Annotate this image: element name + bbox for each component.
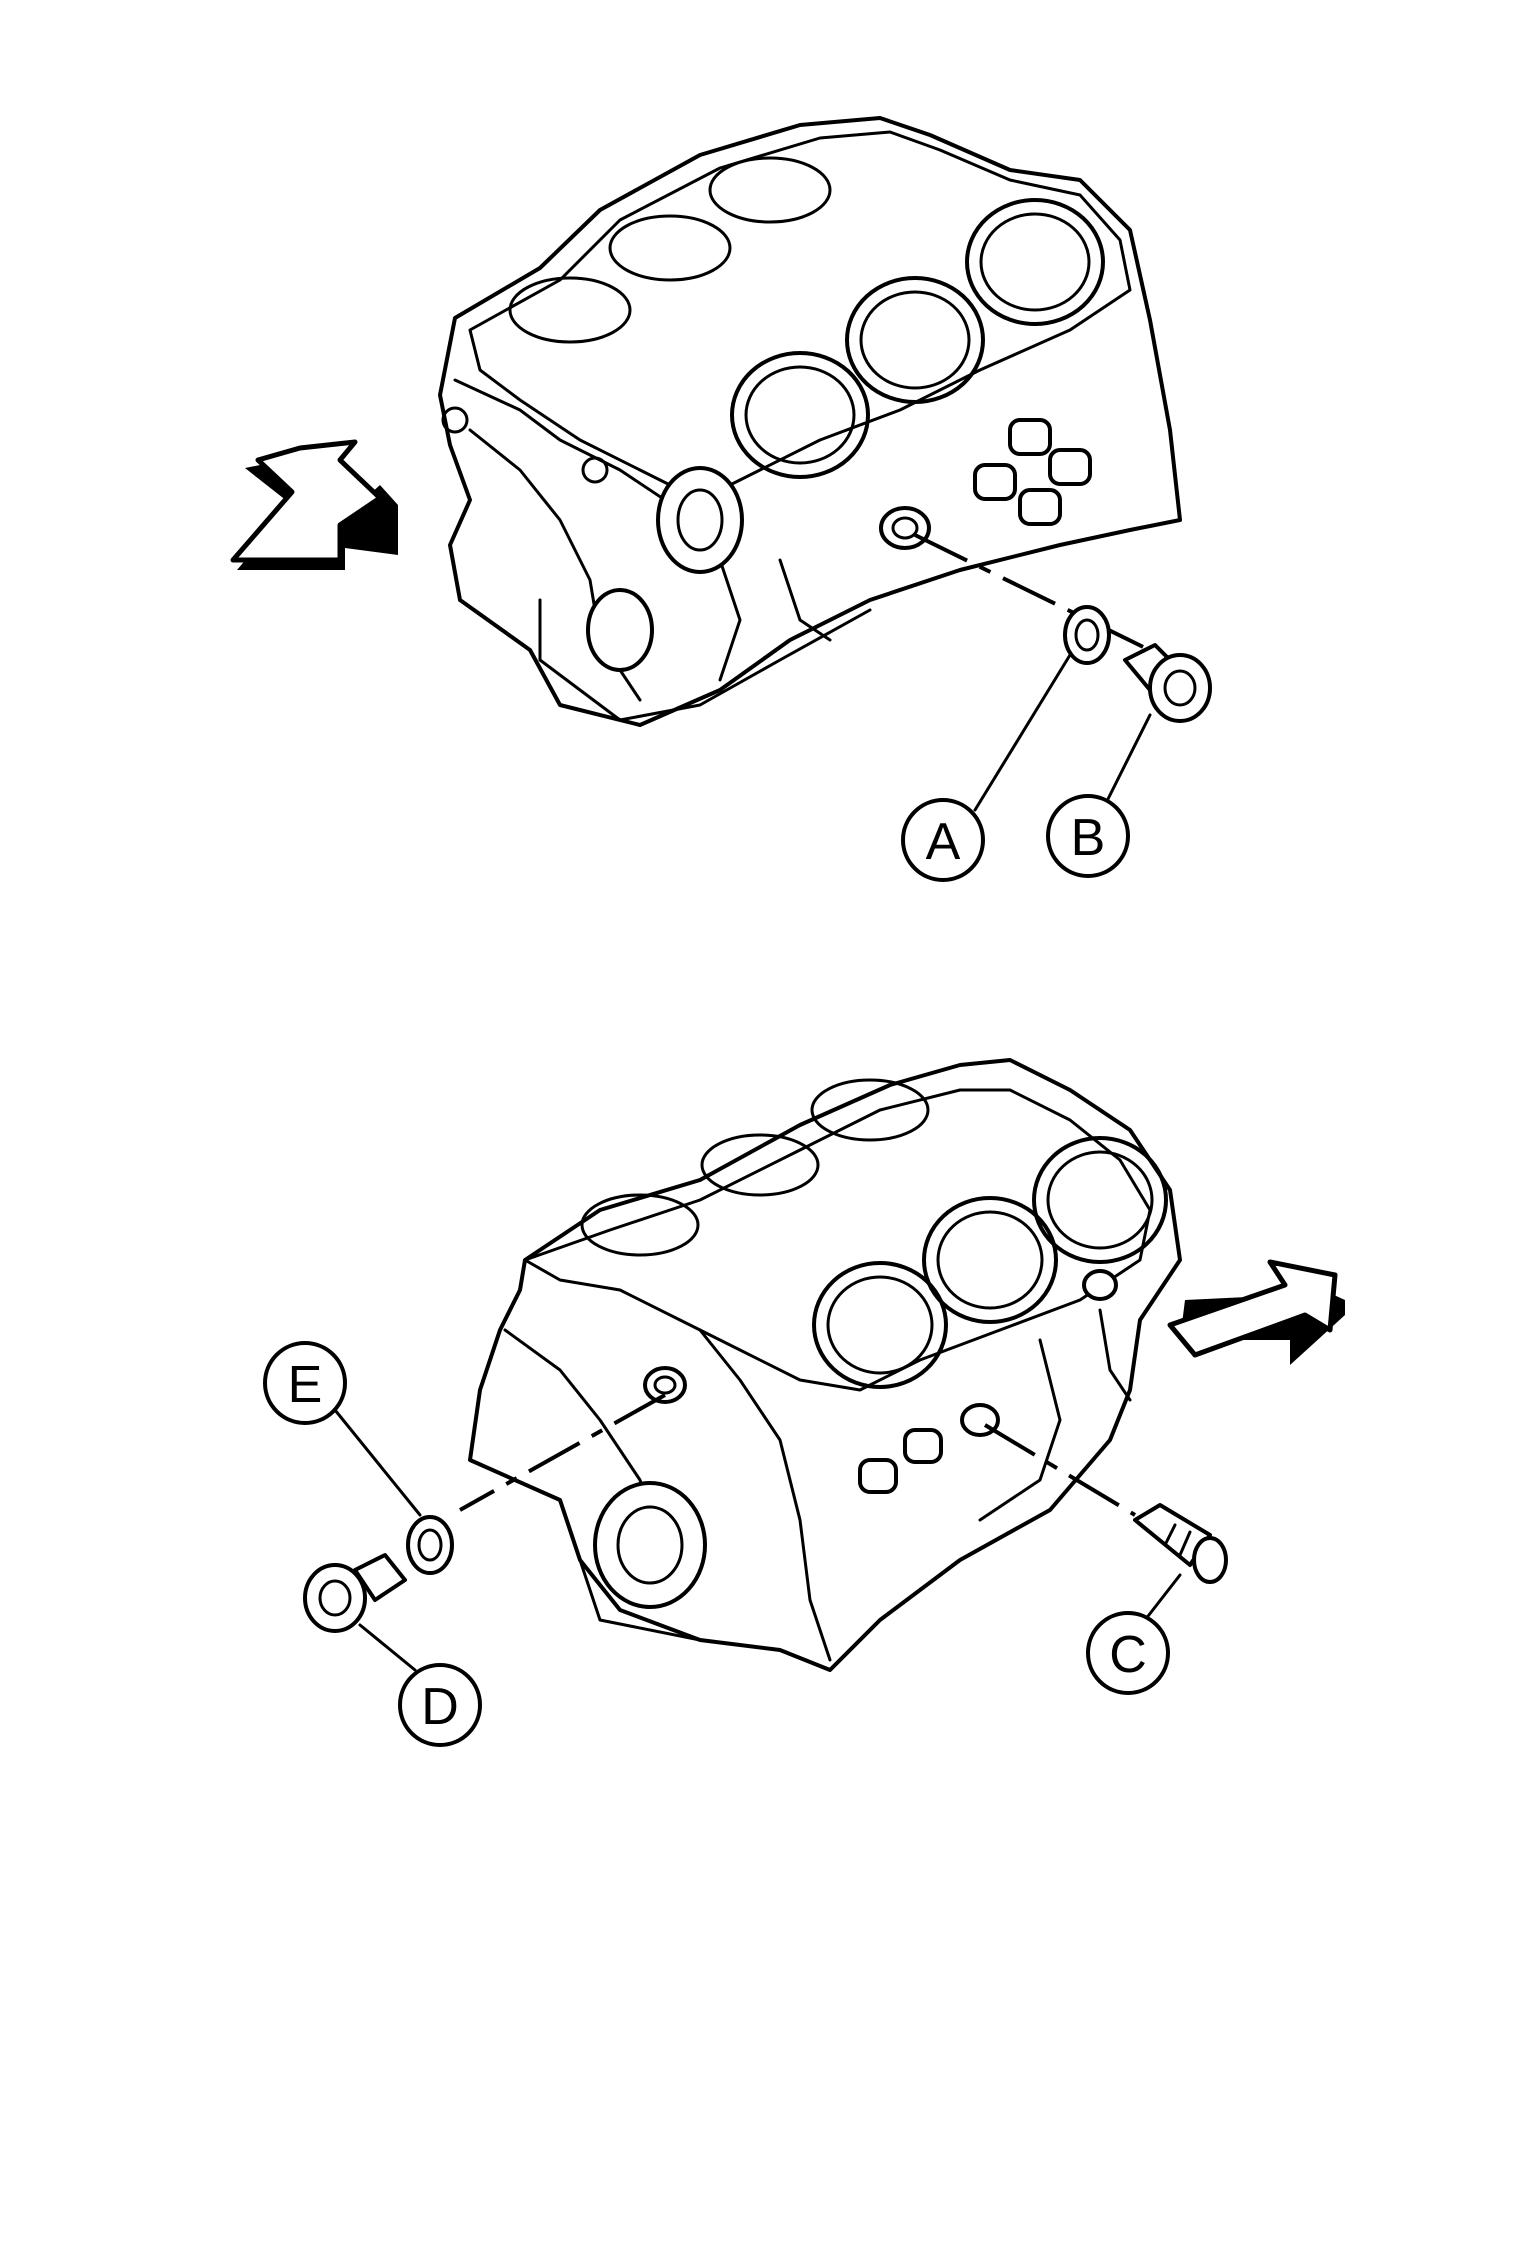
callout-a-label: A — [926, 813, 961, 871]
callout-a: A — [901, 798, 985, 882]
top-install-axis — [914, 533, 1181, 667]
leader-e — [333, 1408, 422, 1517]
leader-d — [358, 1623, 417, 1672]
top-drain-plug — [1123, 643, 1212, 723]
bottom-left-install-axis — [459, 1393, 666, 1512]
top-cylinder-block — [438, 116, 1182, 727]
callout-c-label: C — [1109, 1626, 1147, 1684]
bottom-right-install-axis — [983, 1423, 1137, 1517]
leader-c — [1143, 1573, 1182, 1622]
callout-e: E — [263, 1341, 347, 1425]
callout-c: C — [1086, 1611, 1170, 1695]
callout-d: D — [398, 1663, 482, 1747]
bottom-washer — [406, 1515, 454, 1575]
bottom-cylinder-block — [468, 1058, 1182, 1672]
front-arrow-icon — [1167, 1259, 1345, 1365]
leader-b — [1103, 713, 1152, 807]
front-arrow-icon — [230, 439, 398, 570]
bottom-left-plug — [303, 1553, 407, 1633]
leader-a — [973, 653, 1072, 812]
callout-d-label: D — [421, 1678, 459, 1736]
callout-b: B — [1046, 794, 1130, 878]
top-washer — [1063, 605, 1111, 665]
callout-b-label: B — [1071, 809, 1106, 867]
bottom-right-plug — [1133, 1503, 1228, 1584]
callout-e-label: E — [288, 1356, 323, 1414]
